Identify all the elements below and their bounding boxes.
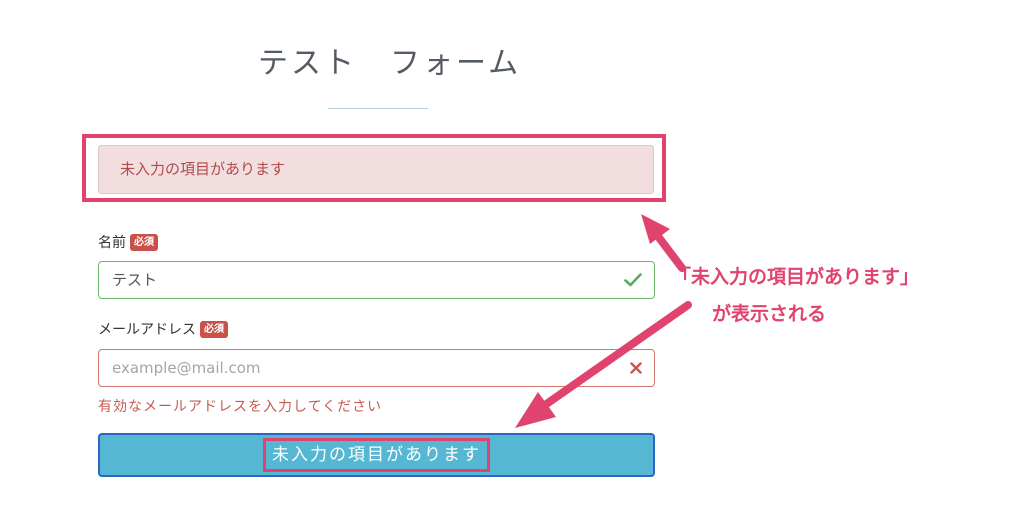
alert-highlight-frame [82,134,666,202]
check-icon [624,262,642,298]
submit-button-label: 未入力の項目があります [263,438,490,472]
required-badge: 必須 [130,233,158,251]
submit-button[interactable]: 未入力の項目があります [98,433,655,477]
annotation-line-2: が表示される [712,303,827,325]
arrow-to-alert [641,214,686,272]
title-divider [328,108,428,109]
email-input-placeholder: example@mail.com [112,359,261,377]
required-badge: 必須 [200,320,228,338]
email-error-text: 有効なメールアドレスを入力してください [98,399,383,415]
name-label-row: 名前 必須 [98,232,158,252]
email-label: メールアドレス [98,322,196,338]
name-input[interactable]: テスト [98,261,655,299]
name-label: 名前 [98,235,126,251]
cross-icon [630,350,642,386]
email-input[interactable]: example@mail.com [98,349,655,387]
name-input-value: テスト [112,271,158,289]
alert-message: 未入力の項目があります [98,145,654,194]
arrow-to-button [515,301,692,428]
annotation-line-1: 「未入力の項目があります」 [672,266,920,288]
email-label-row: メールアドレス 必須 [98,319,228,339]
page-title: テスト フォーム [258,46,522,81]
